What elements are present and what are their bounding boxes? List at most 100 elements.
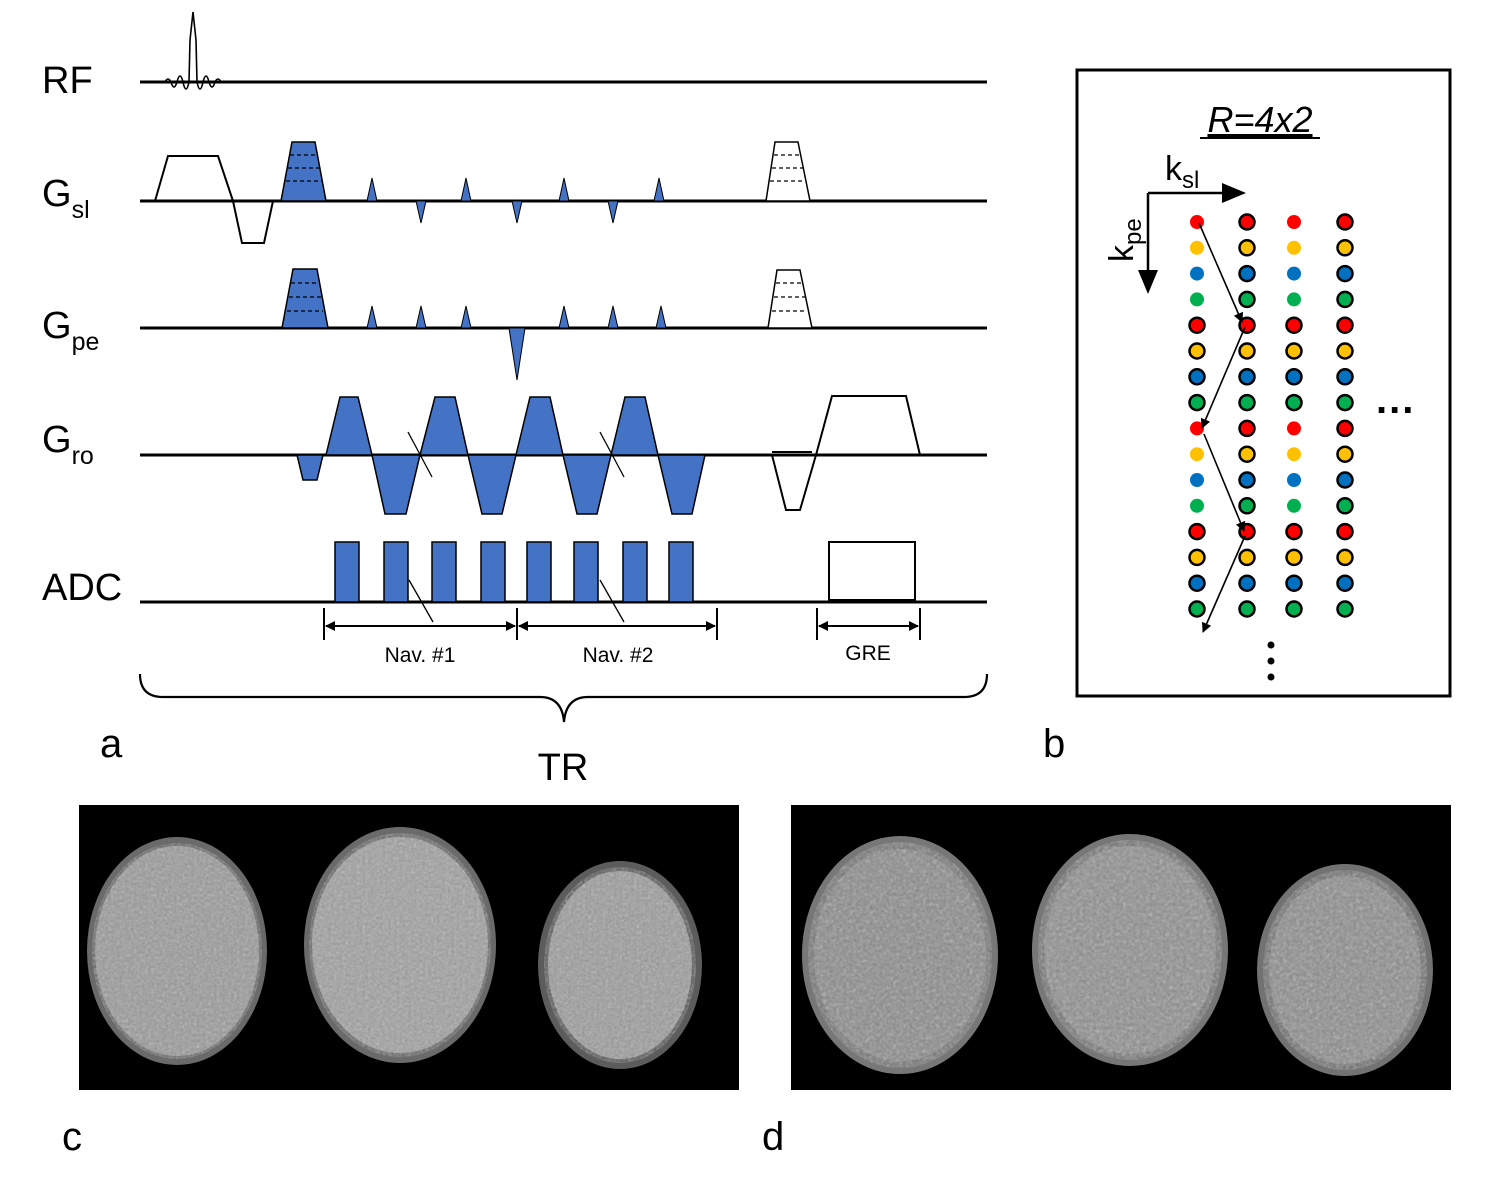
kspace-sample-dot: [1188, 368, 1206, 386]
brain-slice-d1: [802, 836, 998, 1074]
brain-slice-d2: [1032, 834, 1228, 1066]
kspace-sample-dot: [1285, 316, 1303, 334]
gro-gre-readout: [815, 395, 921, 456]
kspace-sample-dot: [1336, 419, 1354, 438]
kspace-sample-dot: [1285, 393, 1303, 412]
kspace-sample-dot: [1238, 316, 1256, 334]
kspace-sample-dot: [1238, 239, 1256, 257]
adc-windows: [334, 541, 694, 603]
kspace-sample-dot: [1188, 600, 1206, 618]
kspace-sample-dot: [1287, 498, 1301, 513]
panel-b-frame: [1075, 68, 1452, 698]
kpe-label: kpe: [1103, 218, 1147, 262]
ksl-label: ksl: [1165, 150, 1199, 194]
kspace-sample-dot: [1287, 215, 1301, 229]
kspace-sample-dot: [1238, 264, 1256, 283]
kspace-sample-dot: [1285, 522, 1303, 541]
kspace-sample-dot: [1238, 393, 1256, 412]
kspace-sample-grid: [1188, 213, 1354, 618]
adc-gre-window: [828, 541, 916, 601]
kspace-sample-dot: [1287, 292, 1301, 307]
gpe-rewind-blip: [767, 269, 813, 329]
kspace-sample-dot: [1336, 393, 1354, 412]
kspace-sample-dot: [1285, 600, 1303, 618]
row-label-rf: RF: [42, 60, 93, 102]
ellipsis-vertical: [1267, 641, 1275, 681]
kspace-sample-dot: [1287, 266, 1301, 281]
gsl-encode-blip: [280, 141, 327, 202]
gsl-encode-steps: [286, 154, 322, 182]
kspace-sample-dot: [1336, 213, 1354, 231]
gsl-blips: [366, 177, 665, 224]
tr-brace: [138, 673, 989, 723]
brain-slice-c2: [304, 827, 496, 1063]
kspace-sample-dot: [1336, 239, 1354, 257]
kspace-sample-dot: [1238, 368, 1256, 386]
kspace-sample-dot: [1287, 240, 1301, 255]
kspace-sample-dot: [1238, 290, 1256, 309]
kspace-sample-dot: [1238, 419, 1256, 438]
kspace-sample-dot: [1285, 548, 1303, 567]
gpe-encode-steps: [287, 282, 323, 312]
kspace-sample-dot: [1336, 548, 1354, 567]
kspace-sample-dot: [1336, 445, 1354, 463]
trajectory-zigzag: [1198, 222, 1246, 633]
kspace-sample-dot: [1190, 215, 1204, 229]
ksl-axis-head: [1222, 183, 1246, 203]
pulse-sequence-diagram: RF Gsl Gpe Gro ADC: [42, 11, 989, 789]
gsl-negative-lobe: [232, 200, 274, 244]
gsl-prephase-lobe: [154, 155, 234, 202]
kspace-sample-dot: [1238, 342, 1256, 360]
tr-label: TR: [538, 747, 589, 789]
kspace-sample-dot: [1188, 393, 1206, 412]
kspace-sample-dot: [1188, 574, 1206, 592]
kspace-sample-dot: [1285, 342, 1303, 360]
panel-d-brain-images: d: [762, 805, 1451, 1159]
kspace-sample-dot: [1190, 447, 1204, 462]
kspace-sample-dot: [1336, 574, 1354, 592]
panel-c-letter: c: [62, 1115, 82, 1159]
gpe-blips: [366, 305, 667, 381]
gsl-rewind-steps: [770, 154, 805, 182]
kspace-sampling-diagram: R=4x2 ksl kpe ... b: [1043, 68, 1452, 766]
rf-sinc-pulse: [160, 11, 225, 90]
gro-epi-readout: [296, 396, 706, 515]
ellipsis-horizontal: ...: [1376, 378, 1415, 422]
gro-break-marks: [407, 431, 625, 478]
nav1-label: Nav. #1: [385, 644, 456, 667]
kspace-sample-dot: [1336, 600, 1354, 618]
kspace-sample-dot: [1238, 600, 1256, 618]
panel-b-letter: b: [1043, 722, 1065, 766]
panel-b-title: R=4x2: [1207, 99, 1312, 140]
kspace-sample-dot: [1190, 498, 1204, 513]
kspace-sample-dot: [1190, 292, 1204, 307]
kspace-sample-dot: [1287, 473, 1301, 487]
kspace-sample-dot: [1336, 290, 1354, 309]
kspace-sample-dot: [1188, 548, 1206, 567]
kspace-sample-dot: [1190, 473, 1204, 487]
kspace-sample-dot: [1188, 316, 1206, 334]
gpe-rewind-steps: [772, 282, 807, 312]
interval-ticks: [323, 608, 921, 640]
gro-gre-prephaser: [771, 454, 817, 511]
kspace-sample-dot: [1336, 497, 1354, 515]
gre-label: GRE: [845, 642, 891, 665]
adc-break-marks: [408, 579, 625, 623]
kspace-sample-dot: [1188, 522, 1206, 541]
gsl-rewind-blip: [765, 141, 811, 202]
gpe-encode-blip: [281, 268, 329, 329]
kspace-sample-dot: [1188, 342, 1206, 360]
kspace-sample-dot: [1336, 264, 1354, 283]
brain-slice-c1: [87, 837, 267, 1065]
brain-slice-c3: [538, 861, 702, 1069]
nav2-label: Nav. #2: [583, 644, 654, 667]
kspace-sample-dot: [1238, 548, 1256, 567]
kspace-sample-dot: [1285, 574, 1303, 592]
panel-d-letter: d: [762, 1115, 784, 1159]
row-label-gpe: Gpe: [42, 305, 99, 356]
kspace-sample-dot: [1238, 497, 1256, 515]
row-label-gsl: Gsl: [42, 173, 90, 224]
kspace-sample-dot: [1238, 574, 1256, 592]
kspace-sample-dot: [1190, 266, 1204, 281]
